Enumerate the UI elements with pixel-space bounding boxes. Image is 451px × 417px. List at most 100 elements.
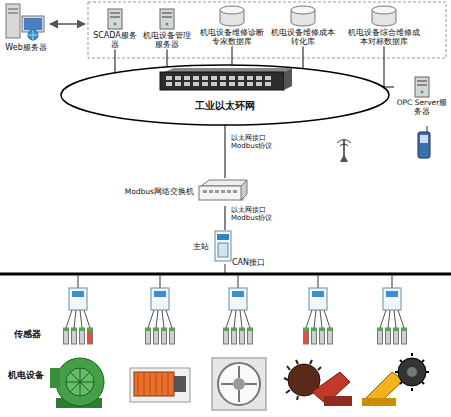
icon-shape [370,5,398,27]
port [229,76,235,80]
ring-ellipse: 工业以太环网 [60,64,390,126]
port [220,82,226,86]
node-label: 机电设备维修成本转化库 [270,28,336,46]
icon-shape [110,12,120,14]
substation-box [229,288,247,310]
sensor-wire [240,310,242,328]
database: 机电设备维修成本转化库 [270,5,336,46]
icon-shape [162,16,172,18]
icon-shape [233,378,245,390]
icon-shape [417,84,427,86]
port [220,76,226,80]
icon-shape [417,80,427,82]
sensor-cap [72,328,77,331]
sensor-wire [380,310,386,328]
node-label: 主站 [170,242,212,251]
node-label: Web服务器 [2,43,50,52]
database: 机电设备维修诊断专家数据库 [200,5,264,46]
node-label: 工业以太环网 [60,100,390,112]
sensor-wire [80,310,82,328]
sensor [386,328,391,344]
server: SCADA服务器 [92,8,138,49]
substations [64,275,407,344]
sensor-cap [312,328,317,331]
drop-line [392,275,393,288]
port [211,76,217,80]
sensor-wire [166,310,172,328]
sensor-cap [378,328,383,331]
port [184,82,190,86]
drop-line [160,275,161,288]
icon-shape [159,8,175,30]
sensor-cap [240,328,245,331]
port [193,82,199,86]
sensor-wire [398,310,404,328]
connector [302,46,303,68]
port [193,76,199,80]
antenna-icon [337,140,351,163]
sensor [232,328,237,344]
port [238,82,244,86]
sensor-wire [84,310,90,328]
sensor [162,328,167,344]
icon-shape [28,30,38,40]
server: OPC Server服务器 [394,76,450,116]
sensor-cap [146,328,151,331]
sensor [170,328,175,344]
sensor [248,328,253,344]
can-bus [0,273,451,276]
icon-shape [215,231,231,261]
device: Modbus网络交换机 [119,178,251,206]
icon-shape [160,9,174,29]
icon [345,5,423,27]
icon-shape [215,190,219,193]
sensor-wire [320,310,322,328]
drop-line [318,275,319,288]
port [256,76,262,80]
icon-shape [418,132,430,158]
connector [224,125,225,178]
icon-shape [218,243,228,257]
drop-line [78,275,79,288]
node-label: 机电设备综合维修成本对标数据库 [345,28,423,46]
icon-shape [197,178,249,204]
icon-shape [209,190,213,193]
icon-shape [66,368,94,396]
icon-shape [174,376,186,392]
icon-shape [50,368,60,388]
icon-shape [362,398,396,406]
icon-shape [201,180,247,186]
port [247,82,253,86]
sensor [64,328,69,344]
icon-shape [227,190,231,193]
icon [197,178,249,206]
sensor-cap [170,328,175,331]
substation-box [69,288,87,310]
icon-shape [427,126,428,132]
port [175,82,181,86]
sensor-wire [324,310,330,328]
connector [383,46,384,87]
icon-shape [421,91,424,94]
substation-display [232,291,244,297]
port [202,82,208,86]
sensor [320,328,325,344]
icon-shape [372,6,396,14]
sensor [304,328,309,344]
port [184,76,190,80]
device: 主站 [170,230,236,264]
icon-shape [60,64,390,126]
sensor-wire [156,310,158,328]
text-label: 传感器 [14,329,41,339]
icon-shape [160,72,284,90]
sensor-wire [66,310,72,328]
sensor [88,328,93,344]
phone-icon [418,126,430,158]
connector [114,49,115,72]
icon-shape [398,358,426,386]
substation-display [154,291,166,297]
port [202,76,208,80]
sensor [72,328,77,344]
icon-shape [108,9,122,29]
